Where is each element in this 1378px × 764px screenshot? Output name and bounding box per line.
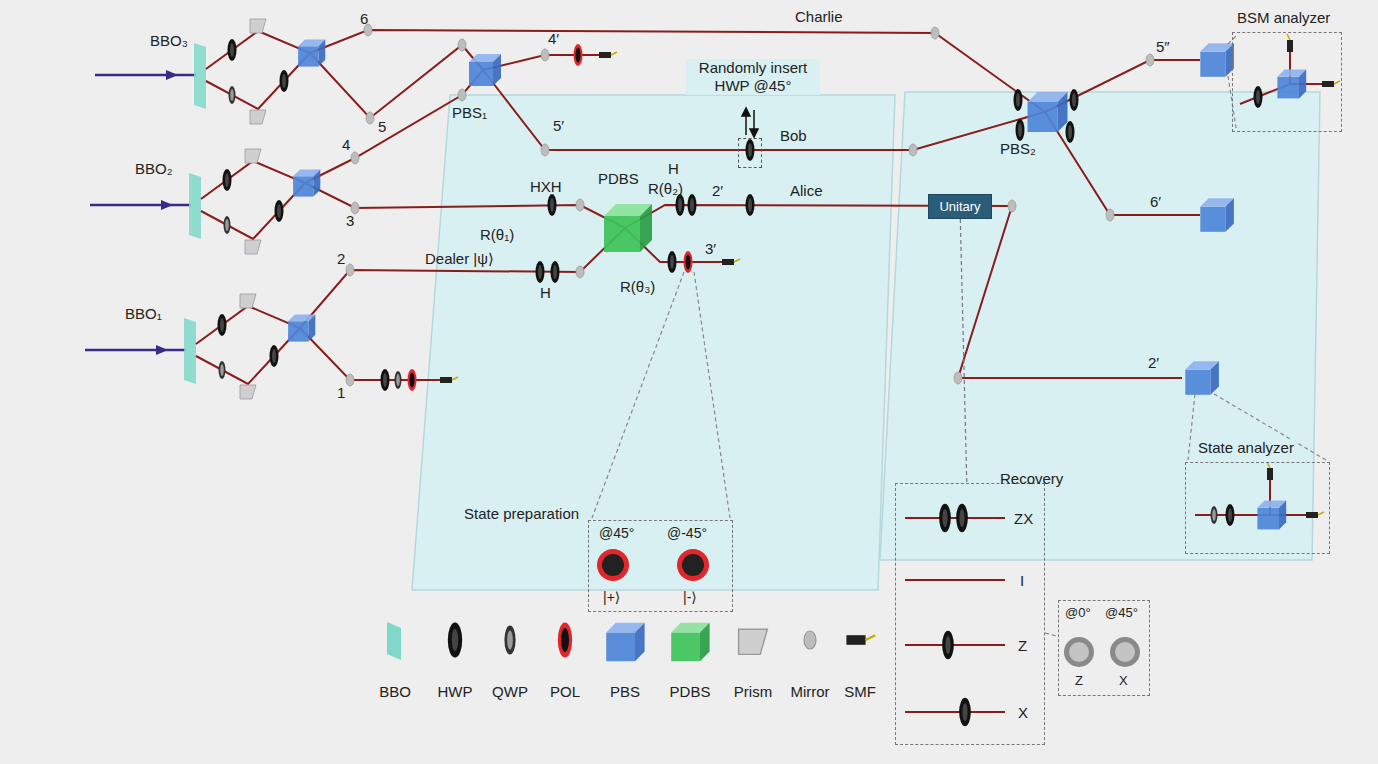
part-label: PDBS xyxy=(598,170,639,188)
node-text: X xyxy=(1018,704,1028,722)
part-label: 3′ xyxy=(705,240,716,258)
legend-text: Prism xyxy=(734,683,772,701)
part-label: 2′ xyxy=(712,182,723,200)
leader-connector xyxy=(1045,633,1058,636)
node-text: Unitary xyxy=(939,199,980,215)
part-label: R(θ₁) xyxy=(480,226,514,244)
part-label: BBO₃ xyxy=(150,32,188,50)
part-label: Recovery xyxy=(1000,470,1063,488)
unitary-box: Unitary xyxy=(928,194,992,219)
legend-text: PDBS xyxy=(670,683,711,701)
legend-text: SMF xyxy=(844,683,876,701)
insert-box: Randomly insert HWP @45° xyxy=(738,138,762,168)
inset-box: @45° @-45° |+⟩ |-⟩ xyxy=(588,520,733,612)
inset-box: @0° @45° Z X xyxy=(1058,600,1150,696)
part-label: BBO₁ xyxy=(125,305,162,323)
legend-text: POL xyxy=(550,683,580,701)
legend-text: HWP xyxy=(438,683,473,701)
part-label: 6 xyxy=(360,10,368,28)
part-label: State preparation xyxy=(462,505,581,523)
legend-text: BBO xyxy=(379,683,411,701)
part-label: HXH xyxy=(530,178,562,196)
part-label: H xyxy=(668,160,679,178)
part-label: Alice xyxy=(790,182,823,200)
node-text: Z xyxy=(1018,637,1027,655)
part-label: 3 xyxy=(346,212,354,230)
part-label: Charlie xyxy=(795,8,843,26)
leader-connector xyxy=(960,219,966,483)
part-label: PBS₂ xyxy=(1000,140,1036,158)
part-label: 5″ xyxy=(1156,38,1170,56)
node-text: @0° xyxy=(1065,605,1091,621)
node-text: @-45° xyxy=(667,525,707,542)
node-text: Randomly insert HWP @45° xyxy=(686,59,820,95)
part-label: Dealer |ψ⟩ xyxy=(425,250,494,268)
part-label: PBS₁ xyxy=(452,104,487,122)
inset-box: ZXIZX xyxy=(895,483,1045,745)
part-label: 6′ xyxy=(1150,193,1161,211)
part-label: 4 xyxy=(342,136,350,154)
node-text: BSM analyzer xyxy=(1235,9,1332,27)
node-text: |-⟩ xyxy=(683,589,697,606)
part-label: 2 xyxy=(337,250,345,268)
node-text: Z xyxy=(1075,673,1083,689)
part-label: 5 xyxy=(378,118,386,136)
part-label: Bob xyxy=(780,127,807,145)
node-text: |+⟩ xyxy=(603,589,620,606)
node-text: X xyxy=(1119,673,1128,689)
legend-text: PBS xyxy=(610,683,640,701)
part-label: 4′ xyxy=(548,30,559,48)
legend-text: Mirror xyxy=(790,683,829,701)
node-text: @45° xyxy=(599,525,634,542)
node-text: State analyzer xyxy=(1196,439,1296,457)
part-label: R(θ₂) xyxy=(648,180,683,198)
inset-box: BSM analyzer xyxy=(1232,32,1342,132)
node-text: @45° xyxy=(1105,605,1138,621)
node-text: I xyxy=(1020,572,1024,590)
part-label: 2′ xyxy=(1148,354,1159,372)
part-label: H xyxy=(540,284,551,302)
part-label: 5′ xyxy=(553,117,564,135)
part-label: R(θ₃) xyxy=(620,278,655,296)
inset-box: State analyzer xyxy=(1185,462,1330,554)
part-label: BBO₂ xyxy=(135,160,173,178)
legend-text: QWP xyxy=(492,683,528,701)
part-label: 1 xyxy=(337,384,345,402)
node-text: ZX xyxy=(1014,510,1033,528)
